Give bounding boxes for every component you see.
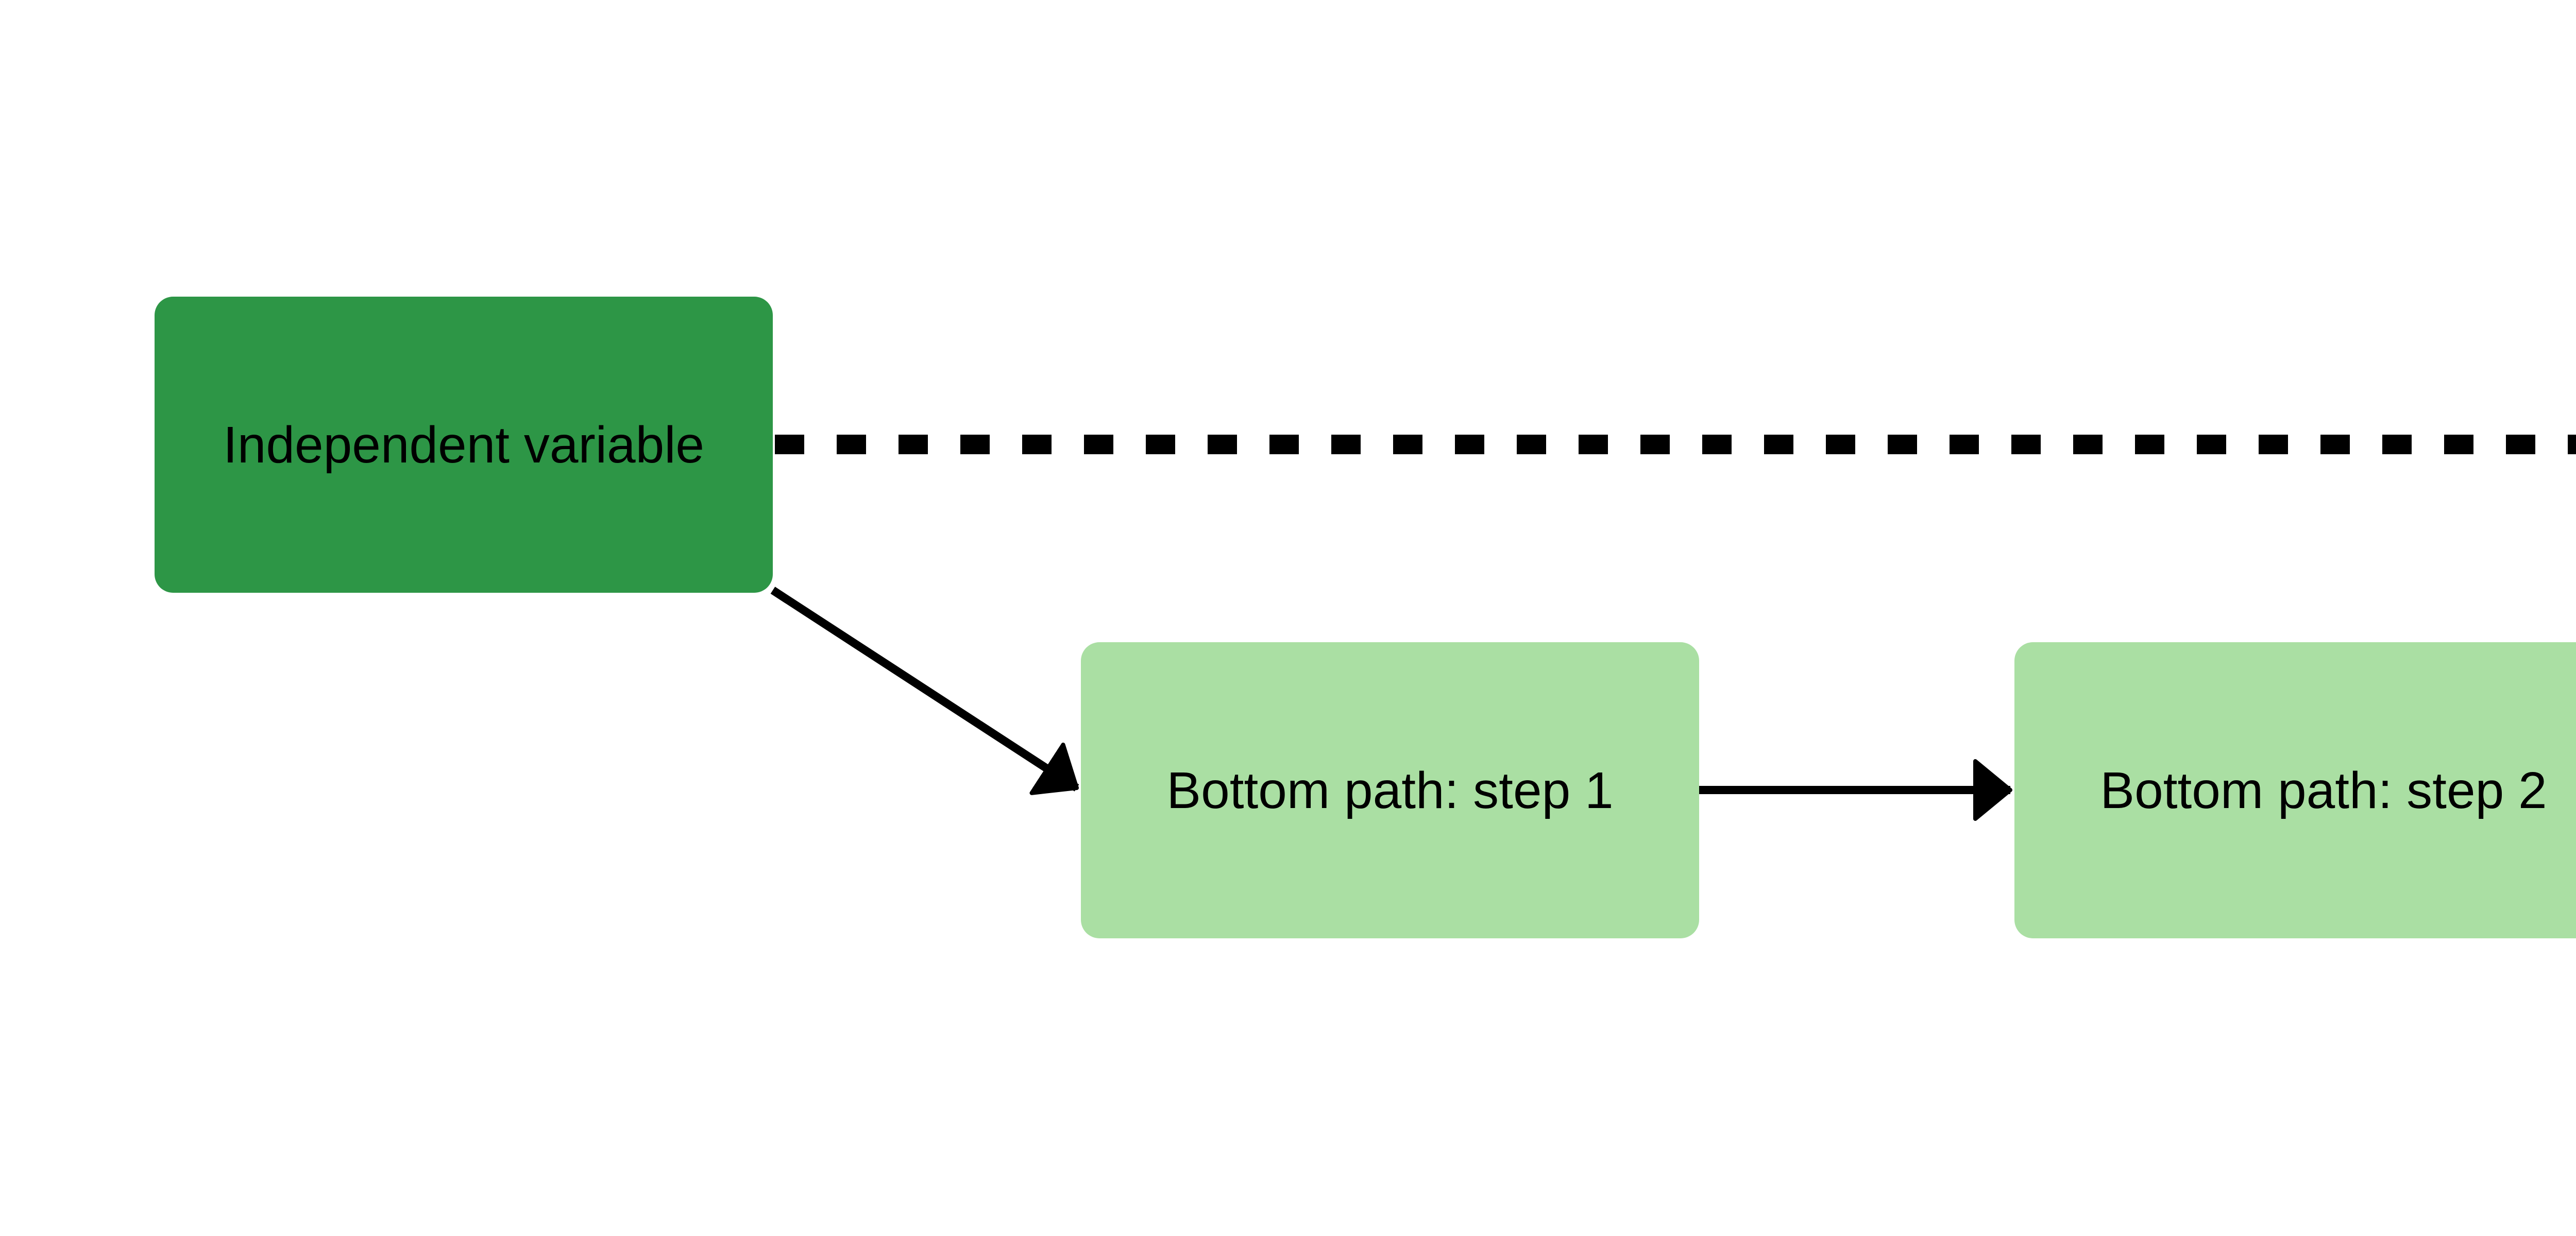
node-bottom-path-step-1-label: Bottom path: step 1 [1166, 761, 1614, 819]
node-independent-variable-label: Independent variable [223, 416, 705, 474]
node-independent-variable: Independent variable [155, 297, 773, 593]
node-bottom-path-step-1: Bottom path: step 1 [1081, 642, 1699, 938]
node-bottom-path-step-2: Bottom path: step 2 [2014, 642, 2576, 938]
node-bottom-path-step-2-label: Bottom path: step 2 [2100, 761, 2547, 819]
edge-independent-to-step1 [770, 587, 1079, 795]
